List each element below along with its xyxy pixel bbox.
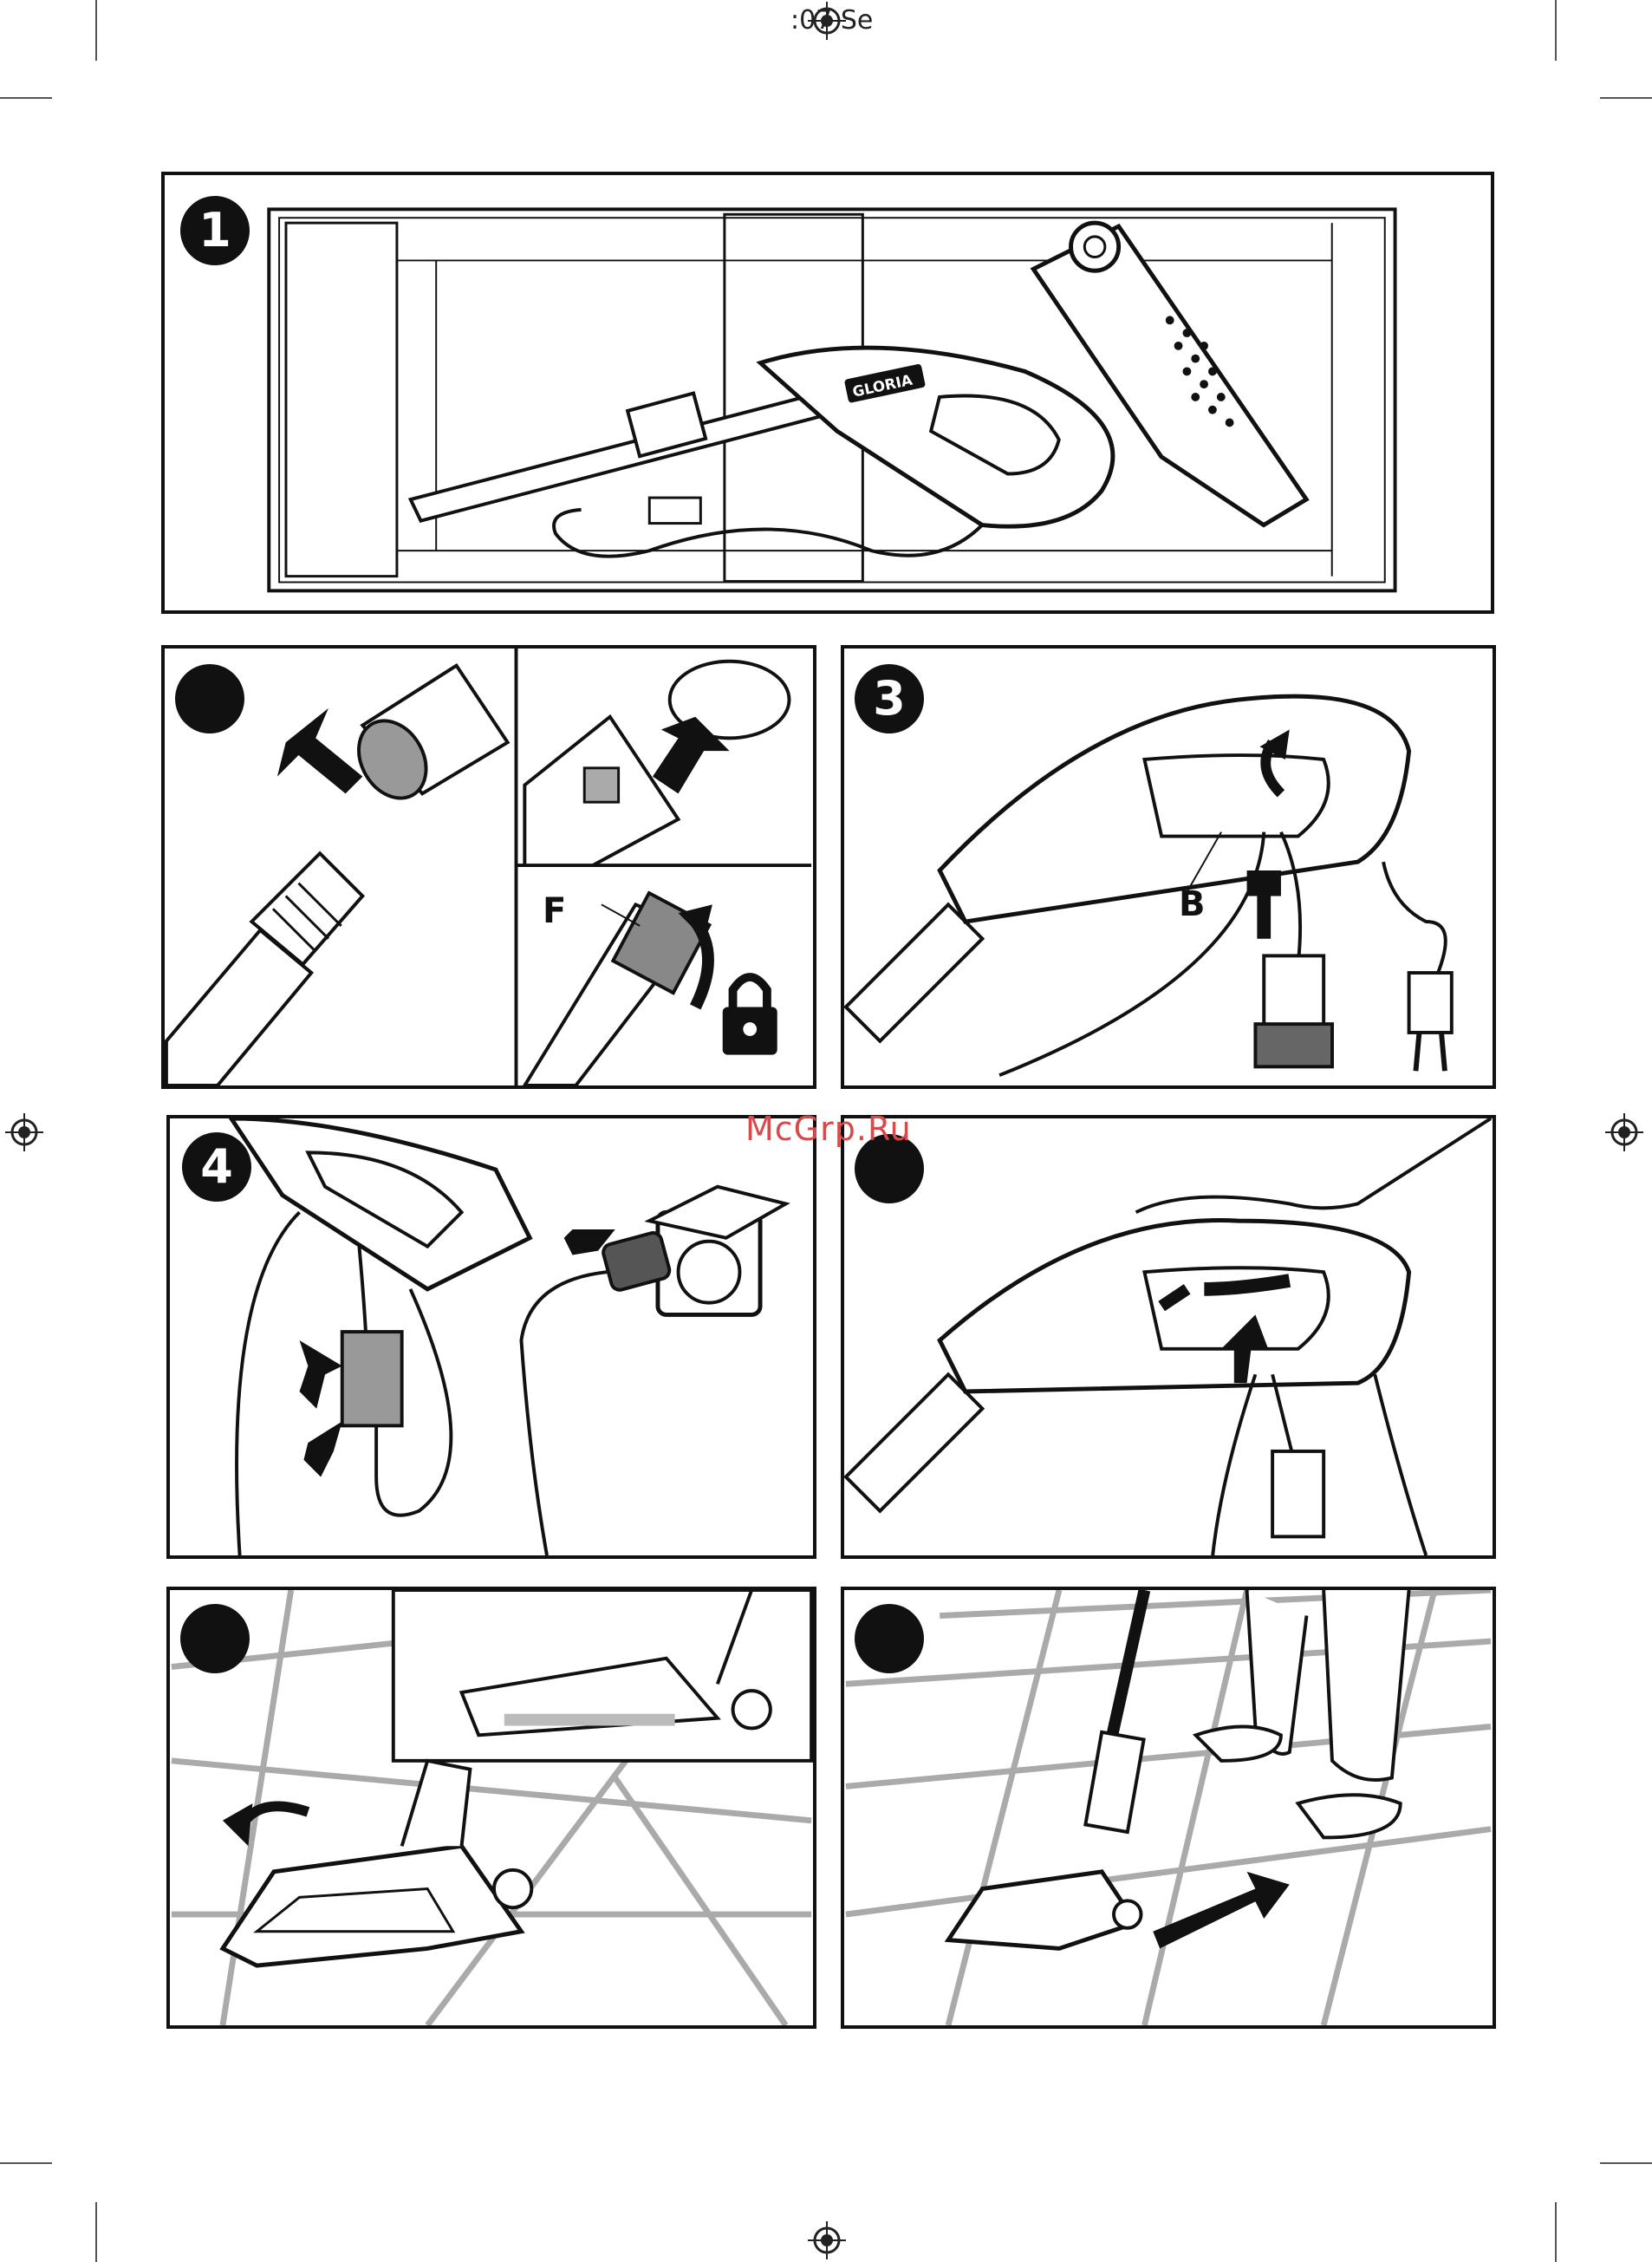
crop-mark <box>0 2162 52 2164</box>
registration-mark-right <box>1605 1113 1643 1151</box>
panel-5-switch-on <box>841 1115 1496 1559</box>
watermark-text: McGrp.Ru <box>745 1110 912 1148</box>
step-badge-1: 1 <box>180 196 250 265</box>
weeding-joints-illustration <box>844 1590 1493 2025</box>
label-f: F <box>543 891 566 931</box>
crop-mark <box>95 2202 97 2262</box>
label-b: B <box>1179 884 1206 924</box>
step-badge-7 <box>855 1604 924 1673</box>
panel-4-plug-in: 4 <box>166 1115 816 1559</box>
brush-head-paving-illustration <box>170 1590 813 2025</box>
step-badge-3: 3 <box>855 664 924 733</box>
panel-7-operation <box>841 1587 1496 2029</box>
crop-mark <box>0 97 52 99</box>
crop-mark <box>1555 0 1557 61</box>
registration-mark-bottom <box>808 2221 846 2259</box>
power-connection-illustration <box>170 1118 813 1555</box>
grip-switch-illustration <box>844 1118 1493 1555</box>
crop-mark <box>1600 97 1652 99</box>
panel-2-assembly: F <box>161 645 816 1089</box>
handle-cable-illustration <box>844 649 1493 1085</box>
registration-mark-top <box>808 2 846 40</box>
crop-mark <box>1600 2162 1652 2164</box>
registration-mark-left <box>5 1113 43 1151</box>
shaft-connection-illustration <box>165 649 813 1085</box>
crop-mark <box>95 0 97 61</box>
panel-1-unboxing: GLORIA 1 <box>161 172 1494 614</box>
box-contents-illustration: GLORIA <box>165 175 1491 610</box>
crop-mark <box>1555 2202 1557 2262</box>
step-badge-2 <box>175 664 244 733</box>
panel-3-cable-hook: 3 B <box>841 645 1496 1089</box>
panel-6-brush-head <box>166 1587 816 2029</box>
step-badge-6 <box>180 1604 250 1673</box>
step-badge-4: 4 <box>182 1132 251 1202</box>
